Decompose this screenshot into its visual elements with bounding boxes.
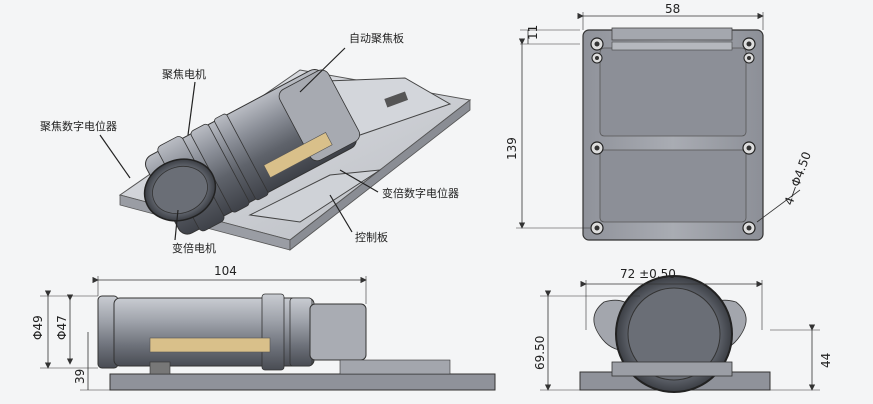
label-focus-digital-pot: 聚焦数字电位器 <box>40 119 117 133</box>
label-focus-motor: 聚焦电机 <box>162 67 206 81</box>
dim-top-width: 58 <box>665 2 680 16</box>
label-control-board: 控制板 <box>355 230 388 244</box>
leader-zoom-pot <box>339 169 379 193</box>
side-view: 104 Φ49 Φ47 39 <box>31 264 496 391</box>
dim-front-axis: 44 <box>819 353 833 368</box>
dim-side-base: 39 <box>73 369 87 384</box>
dim-top-height: 139 <box>505 137 519 160</box>
top-view: 58 11 139 4—Φ4.50 <box>505 2 814 241</box>
leader-focus-pot <box>99 134 131 179</box>
mounting-holes <box>590 37 756 235</box>
dim-hole-spec: 4—Φ4.50 <box>782 150 814 207</box>
label-autofocus-board: 自动聚焦板 <box>349 31 404 45</box>
front-view: 72 ±0.50 69.50 44 <box>533 267 833 393</box>
dim-side-length: 104 <box>214 264 237 278</box>
dim-front-width: 72 ±0.50 <box>620 267 676 281</box>
dim-top-small: 11 <box>526 25 540 40</box>
control-board <box>248 169 381 223</box>
leader-zoom-motor <box>174 209 179 241</box>
isometric-view: 自动聚焦板 聚焦电机 聚焦数字电位器 变倍数字电位器 控制板 变倍电机 <box>40 31 472 255</box>
label-zoom-digital-pot: 变倍数字电位器 <box>382 186 459 200</box>
dim-side-dia-outer: Φ49 <box>31 315 45 340</box>
dim-front-height: 69.50 <box>533 336 547 370</box>
leader-control-board <box>329 194 353 233</box>
leader-autofocus <box>299 47 346 93</box>
side-base-plate <box>109 373 496 391</box>
dim-side-dia-inner: Φ47 <box>55 315 69 340</box>
label-zoom-motor: 变倍电机 <box>172 241 216 255</box>
leader-focus-motor <box>187 81 196 136</box>
